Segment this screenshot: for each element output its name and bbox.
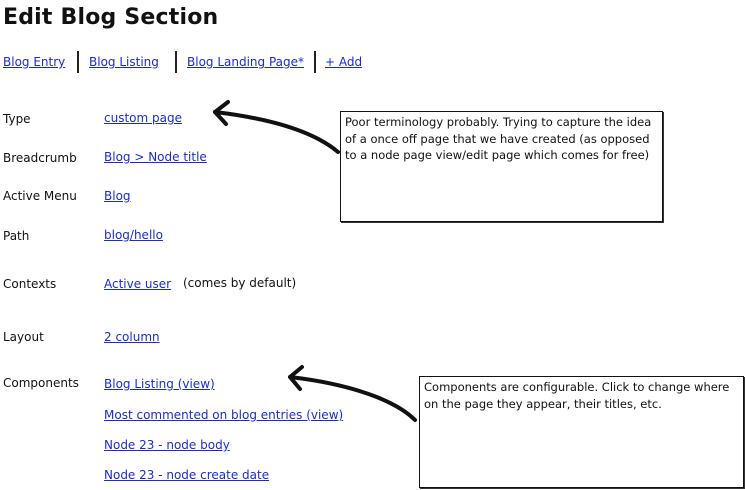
contexts-label: Contexts xyxy=(3,277,57,291)
active-menu-value-link[interactable]: Blog xyxy=(104,189,131,203)
components-annotation-note: Components are configurable. Click to ch… xyxy=(419,376,744,488)
component-link[interactable]: Most commented on blog entries (view) xyxy=(104,408,344,422)
page-title: Edit Blog Section xyxy=(3,5,219,30)
tab-add[interactable]: + Add xyxy=(325,55,363,69)
component-link[interactable]: Node 23 - node body xyxy=(104,438,230,452)
component-link[interactable]: Blog Listing (view) xyxy=(104,377,215,391)
type-annotation-note: Poor terminology probably. Trying to cap… xyxy=(340,111,663,222)
type-annotation-arrow xyxy=(213,100,340,154)
tab-blog-listing[interactable]: Blog Listing xyxy=(89,55,159,69)
component-link[interactable]: Node 23 - node create date xyxy=(104,468,270,482)
layout-label: Layout xyxy=(3,330,44,344)
type-value-link[interactable]: custom page xyxy=(104,111,182,125)
contexts-default-note: (comes by default) xyxy=(183,276,297,290)
tab-blog-entry[interactable]: Blog Entry xyxy=(3,55,66,69)
type-label: Type xyxy=(3,112,31,126)
components-annotation-arrow xyxy=(288,365,417,422)
components-label: Components xyxy=(3,376,79,390)
contexts-value-link[interactable]: Active user xyxy=(104,277,172,291)
layout-value-link[interactable]: 2 column xyxy=(104,330,160,344)
breadcrumb-label: Breadcrumb xyxy=(3,151,77,165)
path-value-link[interactable]: blog/hello xyxy=(104,228,163,242)
active-menu-label: Active Menu xyxy=(3,189,77,203)
path-label: Path xyxy=(3,229,30,243)
tab-blog-landing-page[interactable]: Blog Landing Page* xyxy=(187,55,305,69)
tab-separator xyxy=(77,51,79,73)
tab-separator xyxy=(314,51,316,73)
tab-separator xyxy=(175,51,177,73)
breadcrumb-value-link[interactable]: Blog > Node title xyxy=(104,150,207,164)
